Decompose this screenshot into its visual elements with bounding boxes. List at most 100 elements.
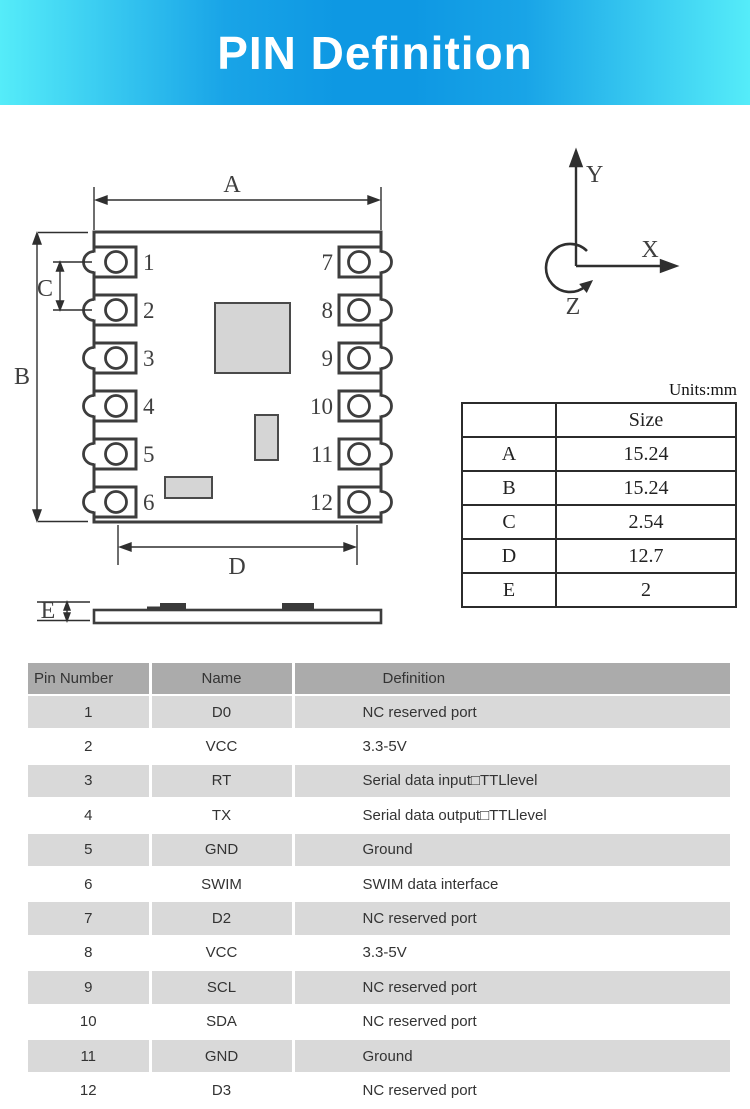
pin-name-cell: GND [148,1038,293,1075]
table-row: 2 VCC 3.3-5V [28,729,730,765]
size-value-cell: 12.7 [555,538,737,574]
pin-number-cell: 6 [28,866,150,903]
pin-number-12: 12 [310,490,333,515]
side-view [92,603,383,625]
chip-small-vertical [254,414,279,461]
dim-label-b: B [14,364,30,390]
pin-number-8: 8 [322,298,334,323]
size-table-header-row: Size [461,402,737,438]
pin-definition-cell: NC reserved port [291,1004,730,1040]
col-header-pin-number: Pin Number [28,663,150,696]
axes [544,147,680,294]
pin-name-cell: D3 [148,1073,293,1109]
pin-name-cell: D0 [148,695,293,731]
dimension-lines [32,187,382,623]
pin-number-7: 7 [322,250,334,275]
pin-number-2: 2 [143,298,155,323]
z-rotation-arrow [544,242,588,294]
pin-number-9: 9 [322,346,334,371]
pin-name-cell: TX [148,798,293,834]
pin-definition-cell: NC reserved port [291,1073,730,1109]
pin-name-cell: SWIM [148,866,293,903]
size-dim-cell: A [461,436,557,472]
table-row: 10 SDA NC reserved port [28,1004,730,1040]
size-dim-cell: D [461,538,557,574]
pin-number-cell: 11 [28,1038,150,1075]
table-row: 8 VCC 3.3-5V [28,935,730,972]
size-table: Size A 15.24 B 15.24 C 2.54 D 12.7 E 2 [461,402,737,608]
pin-name-cell: VCC [148,729,293,765]
pin-definition-table: Pin Number Name Definition 1 D0 NC reser… [28,663,730,1109]
pin-definition-cell: Serial data input□TTLlevel [291,763,730,800]
pin-definition-cell: Ground [291,1038,730,1075]
pin-number-cell: 10 [28,1004,150,1040]
table-row: 4 TX Serial data output□TTLlevel [28,798,730,834]
table-row: B 15.24 [461,470,737,506]
size-value-cell: 15.24 [555,436,737,472]
pin-name-cell: RT [148,763,293,800]
col-header-name: Name [148,663,293,696]
table-row: 9 SCL NC reserved port [28,970,730,1006]
chip-small-horizontal [164,476,213,499]
table-row: 3 RT Serial data input□TTLlevel [28,763,730,800]
table-row: D 12.7 [461,538,737,574]
table-row: 5 GND Ground [28,832,730,868]
module-dimension-diagram: A B C D E 1 2 3 4 5 6 7 8 9 10 11 12 Y X… [14,147,680,625]
pin-definition-cell: 3.3-5V [291,935,730,972]
dim-label-c: C [37,276,53,302]
pin-number-10: 10 [310,394,333,419]
size-dim-cell: C [461,504,557,540]
axis-label-y: Y [586,162,603,188]
pin-number-cell: 9 [28,970,150,1006]
dim-label-e: E [41,598,56,624]
table-row: C 2.54 [461,504,737,540]
axis-label-z: Z [566,294,581,320]
dim-label-d: D [228,554,245,580]
dim-label-a: A [223,172,241,198]
page-banner: PIN Definition [0,0,750,105]
pin-number-6: 6 [143,490,155,515]
pin-number-cell: 5 [28,832,150,868]
pin-number-3: 3 [143,346,155,371]
pin-definition-cell: Ground [291,832,730,868]
module-outline [92,230,383,524]
units-label: Units:mm [668,380,737,399]
table-row: 7 D2 NC reserved port [28,901,730,937]
chip-large [214,302,291,374]
table-row: A 15.24 [461,436,737,472]
table-row: 11 GND Ground [28,1038,730,1075]
table-row: 12 D3 NC reserved port [28,1073,730,1109]
size-value-cell: 2 [555,572,737,608]
size-header-size: Size [555,402,737,438]
pin-name-cell: D2 [148,901,293,937]
size-value-cell: 15.24 [555,470,737,506]
pin-table-header-row: Pin Number Name Definition [28,663,730,696]
size-dim-cell: E [461,572,557,608]
pin-name-cell: GND [148,832,293,868]
pin-number-cell: 4 [28,798,150,834]
pin-number-cell: 8 [28,935,150,972]
pin-number-cell: 12 [28,1073,150,1109]
pin-name-cell: SDA [148,1004,293,1040]
table-row: E 2 [461,572,737,608]
pin-definition-cell: NC reserved port [291,970,730,1006]
size-dim-cell: B [461,470,557,506]
axis-label-x: X [641,237,658,263]
pin-number-1: 1 [143,250,155,275]
pin-definition-cell: SWIM data interface [291,866,730,903]
pin-name-cell: SCL [148,970,293,1006]
pin-name-cell: VCC [148,935,293,972]
pin-number-5: 5 [143,442,155,467]
pin-definition-cell: NC reserved port [291,695,730,731]
pin-definition-cell: 3.3-5V [291,729,730,765]
page-title: PIN Definition [217,26,533,79]
pin-number-4: 4 [143,394,155,419]
pin-number-11: 11 [311,442,333,467]
pin-definition-cell: Serial data output□TTLlevel [291,798,730,834]
pin-number-cell: 1 [28,695,150,731]
table-row: 1 D0 NC reserved port [28,695,730,731]
pin-number-cell: 3 [28,763,150,800]
pin-number-cell: 2 [28,729,150,765]
table-row: 6 SWIM SWIM data interface [28,866,730,903]
pin-definition-cell: NC reserved port [291,901,730,937]
